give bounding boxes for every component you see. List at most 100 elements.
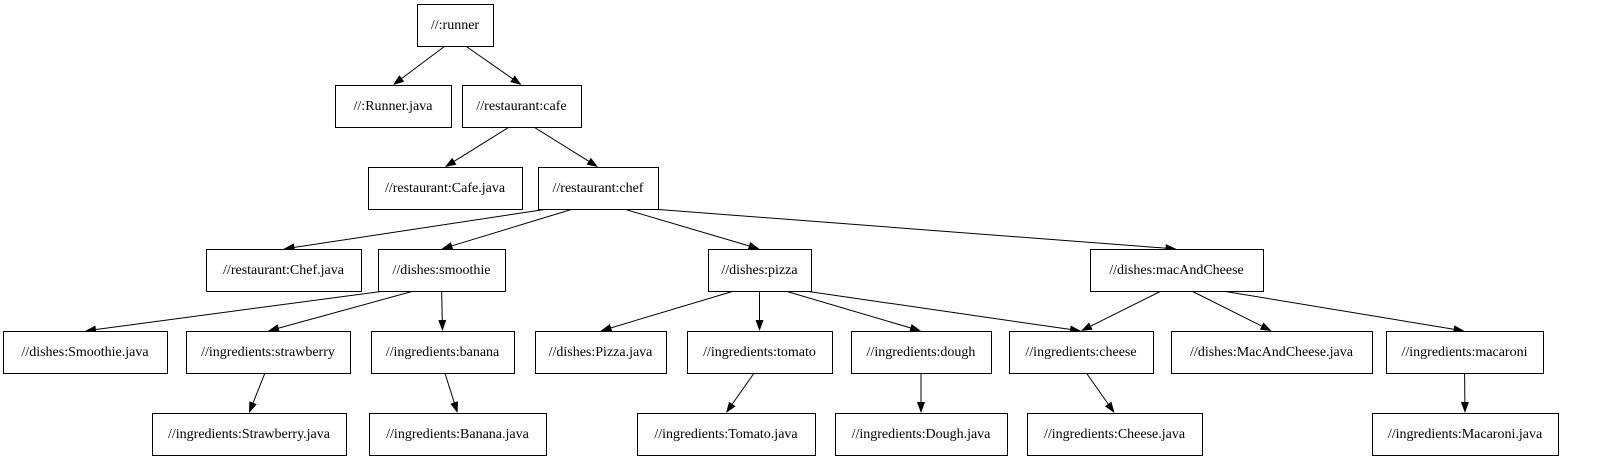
graph-node-ingredients-strawberry[interactable]: //ingredients:strawberry: [186, 331, 351, 374]
node-box[interactable]: [417, 4, 494, 47]
arrowhead-icon: [909, 324, 921, 332]
node-box[interactable]: [206, 249, 362, 292]
node-label: //restaurant:chef: [553, 181, 644, 196]
node-box[interactable]: [538, 167, 659, 210]
arrowhead-icon: [1259, 322, 1272, 331]
node-label: //dishes:pizza: [721, 263, 798, 278]
node-label: //ingredients:dough: [867, 345, 976, 360]
node-box[interactable]: [1009, 331, 1154, 374]
edge-dishes-smoothie-to-ingredients-strawberry: [278, 290, 414, 329]
graph-node-ingredients-tomato-java[interactable]: //ingredients:Tomato.java: [637, 413, 816, 456]
graph-node-ingredients-tomato[interactable]: //ingredients:tomato: [687, 331, 833, 374]
node-box[interactable]: [3, 331, 168, 374]
edge-runner-to-restaurant-cafe: [465, 45, 513, 80]
arrowhead-icon: [917, 402, 925, 413]
arrowhead-icon: [747, 242, 760, 250]
node-box[interactable]: [371, 331, 515, 374]
graph-node-runner[interactable]: //:runner: [417, 4, 494, 47]
node-layer: //:runner //:Runner.java //restaurant:cafe…: [3, 4, 1559, 456]
node-label: //ingredients:Cheese.java: [1044, 427, 1186, 442]
graph-node-dishes-pizza[interactable]: //dishes:pizza: [708, 249, 812, 292]
node-box[interactable]: [637, 413, 816, 456]
graph-node-dishes-macandcheese-java[interactable]: //dishes:MacAndCheese.java: [1171, 331, 1373, 374]
node-label: //:runner: [431, 18, 480, 33]
graph-node-ingredients-dough[interactable]: //ingredients:dough: [851, 331, 992, 374]
node-box[interactable]: [1027, 413, 1203, 456]
edge-ingredients-tomato-to-ingredients-tomato-java: [731, 372, 755, 405]
node-label: //:Runner.java: [354, 99, 434, 114]
node-box[interactable]: [535, 331, 667, 374]
edge-restaurant-cafe-to-restaurant-chef: [533, 126, 589, 162]
node-label: //ingredients:banana: [386, 345, 500, 360]
node-box[interactable]: [186, 331, 351, 374]
graph-node-dishes-smoothie[interactable]: //dishes:smoothie: [378, 249, 506, 292]
node-label: //ingredients:Banana.java: [386, 427, 529, 442]
graph-node-restaurant-chef-java[interactable]: //restaurant:Chef.java: [206, 249, 362, 292]
node-box[interactable]: [335, 85, 452, 128]
graph-node-ingredients-banana-java[interactable]: //ingredients:Banana.java: [369, 413, 547, 456]
edge-dishes-macandcheese-to-dishes-macandcheese-java: [1191, 290, 1262, 327]
arrowhead-icon: [441, 241, 454, 250]
graph-node-restaurant-cafe-java[interactable]: //restaurant:Cafe.java: [368, 167, 523, 210]
node-box[interactable]: [462, 85, 582, 128]
graph-node-dishes-smoothie-java[interactable]: //dishes:Smoothie.java: [3, 331, 168, 374]
edge-restaurant-chef-to-dishes-macandcheese: [651, 208, 1166, 249]
node-box[interactable]: [1090, 249, 1264, 292]
edge-layer: [85, 45, 1469, 413]
graph-node-ingredients-strawberry-java[interactable]: //ingredients:Strawberry.java: [152, 413, 347, 456]
graph-node-ingredients-banana[interactable]: //ingredients:banana: [371, 331, 515, 374]
arrowhead-icon: [586, 157, 598, 167]
node-box[interactable]: [1372, 413, 1559, 456]
graph-node-ingredients-dough-java[interactable]: //ingredients:Dough.java: [835, 413, 1008, 456]
graph-node-ingredients-cheese[interactable]: //ingredients:cheese: [1009, 331, 1154, 374]
node-label: //dishes:Smoothie.java: [21, 345, 149, 360]
edge-dishes-smoothie-to-ingredients-banana: [441, 290, 443, 321]
edge-restaurant-cafe-to-restaurant-cafe-java: [454, 126, 510, 162]
graph-node-dishes-macandcheese[interactable]: //dishes:macAndCheese: [1090, 249, 1264, 292]
node-box[interactable]: [708, 249, 812, 292]
node-box[interactable]: [378, 249, 506, 292]
edge-dishes-macandcheese-to-ingredients-cheese: [1090, 290, 1162, 327]
node-label: //ingredients:macaroni: [1402, 345, 1528, 360]
arrowhead-icon: [450, 401, 459, 413]
node-label: //dishes:macAndCheese: [1109, 263, 1244, 278]
node-label: //ingredients:tomato: [703, 345, 816, 360]
arrowhead-icon: [1104, 401, 1115, 413]
arrowhead-icon: [755, 320, 764, 331]
node-box[interactable]: [368, 167, 523, 210]
edge-restaurant-chef-to-restaurant-chef-java: [294, 208, 548, 248]
graph-node-ingredients-macaroni[interactable]: //ingredients:macaroni: [1386, 331, 1544, 374]
graph-node-ingredients-cheese-java[interactable]: //ingredients:Cheese.java: [1027, 413, 1203, 456]
edge-ingredients-banana-to-ingredients-banana-java: [444, 372, 455, 403]
arrowhead-icon: [249, 401, 257, 413]
graph-node-ingredients-macaroni-java[interactable]: //ingredients:Macaroni.java: [1372, 413, 1559, 456]
graph-node-restaurant-chef[interactable]: //restaurant:chef: [538, 167, 659, 210]
edge-dishes-smoothie-to-dishes-smoothie-java: [95, 290, 385, 331]
node-box[interactable]: [152, 413, 347, 456]
node-box[interactable]: [851, 331, 992, 374]
node-box[interactable]: [835, 413, 1008, 456]
edge-restaurant-chef-to-dishes-pizza: [623, 208, 750, 247]
edge-runner-to-runner-java: [401, 45, 446, 79]
graph-node-restaurant-cafe[interactable]: //restaurant:cafe: [462, 85, 582, 128]
edge-dishes-macandcheese-to-ingredients-macaroni: [1222, 290, 1454, 330]
node-label: //restaurant:Chef.java: [223, 263, 345, 278]
arrowhead-icon: [1081, 322, 1093, 331]
edge-ingredients-strawberry-to-ingredients-strawberry-java: [252, 372, 266, 403]
node-box[interactable]: [1171, 331, 1373, 374]
node-label: //ingredients:Dough.java: [852, 427, 992, 442]
graph-node-dishes-pizza-java[interactable]: //dishes:Pizza.java: [535, 331, 667, 374]
node-box[interactable]: [687, 331, 833, 374]
arrowhead-icon: [393, 75, 405, 85]
node-label: //ingredients:strawberry: [201, 345, 335, 360]
node-label: //ingredients:Tomato.java: [654, 427, 798, 442]
node-label: //ingredients:Strawberry.java: [168, 427, 331, 442]
node-box[interactable]: [1386, 331, 1544, 374]
arrowhead-icon: [600, 324, 613, 332]
node-label: //ingredients:Macaroni.java: [1388, 427, 1543, 442]
graph-node-runner-java[interactable]: //:Runner.java: [335, 85, 452, 128]
edge-dishes-pizza-to-dishes-pizza-java: [610, 290, 735, 329]
node-box[interactable]: [369, 413, 547, 456]
